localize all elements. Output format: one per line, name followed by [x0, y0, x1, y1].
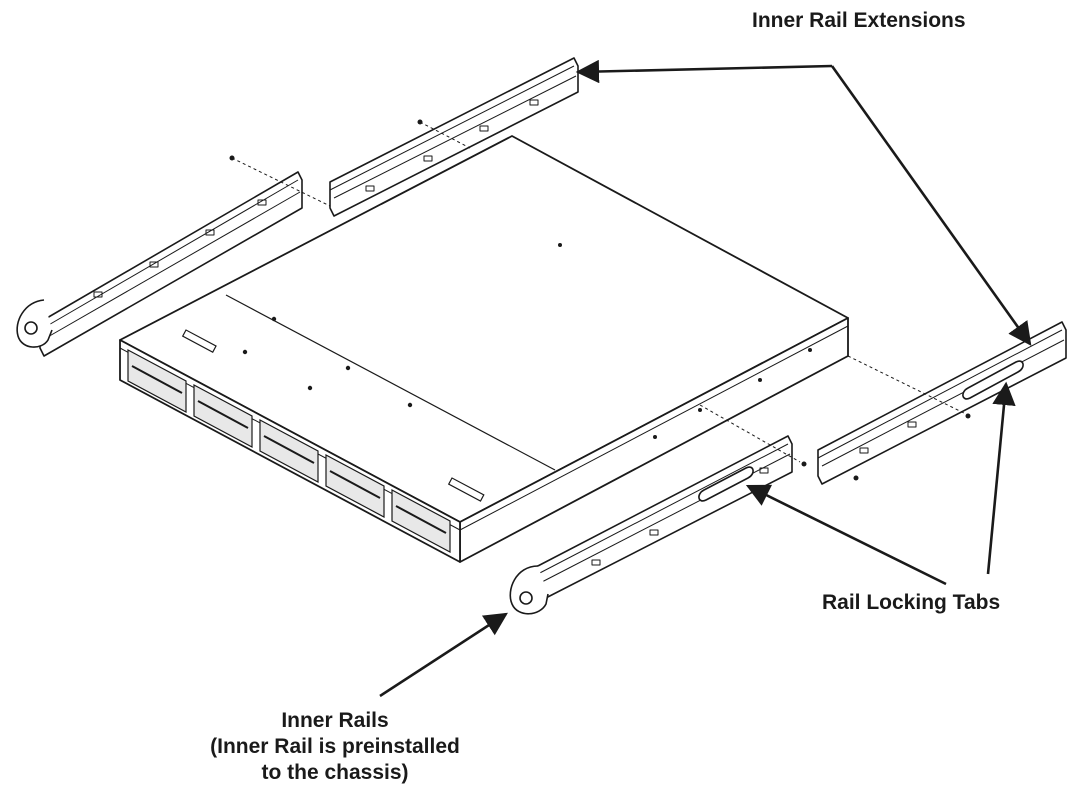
label-rail-locking-tabs: Rail Locking Tabs	[822, 591, 1001, 614]
chassis-cover-seam	[225, 294, 556, 471]
rail-locking-tab	[962, 360, 1024, 400]
drive-bay	[391, 488, 451, 554]
arrow-inner-rails	[379, 612, 508, 698]
screws	[229, 119, 971, 481]
drive-bay	[127, 348, 187, 414]
drive-bay	[325, 453, 385, 519]
inner-rail-left	[16, 171, 303, 357]
inner-rail-extension-left	[329, 57, 579, 217]
label-inner-rails-title: Inner Rails	[281, 709, 389, 732]
label-inner-rail-extensions: Inner Rail Extensions	[752, 9, 966, 32]
callout-arrows	[379, 59, 1032, 698]
label-inner-rails-note-line2: to the chassis)	[261, 761, 409, 784]
chassis-details	[181, 243, 812, 502]
inner-rail-front	[509, 435, 793, 615]
drive-bay	[259, 418, 319, 484]
label-inner-rails: Inner Rails (Inner Rail is preinstalled …	[170, 708, 500, 786]
arrow-inner-rail-extensions-right	[830, 65, 1032, 346]
inner-rail-extension-right	[817, 321, 1067, 485]
drive-bays	[127, 348, 451, 554]
label-inner-rails-note-line1: (Inner Rail is preinstalled	[210, 735, 460, 758]
arrow-rail-locking-tab-front	[745, 484, 947, 586]
rail-locking-tab	[698, 466, 754, 502]
drive-bay	[193, 383, 253, 449]
arrow-inner-rail-extensions-left	[575, 59, 833, 84]
alignment-lines	[231, 121, 971, 463]
arrow-rail-locking-tab-right	[986, 381, 1016, 575]
rail-end-hook	[509, 565, 549, 615]
